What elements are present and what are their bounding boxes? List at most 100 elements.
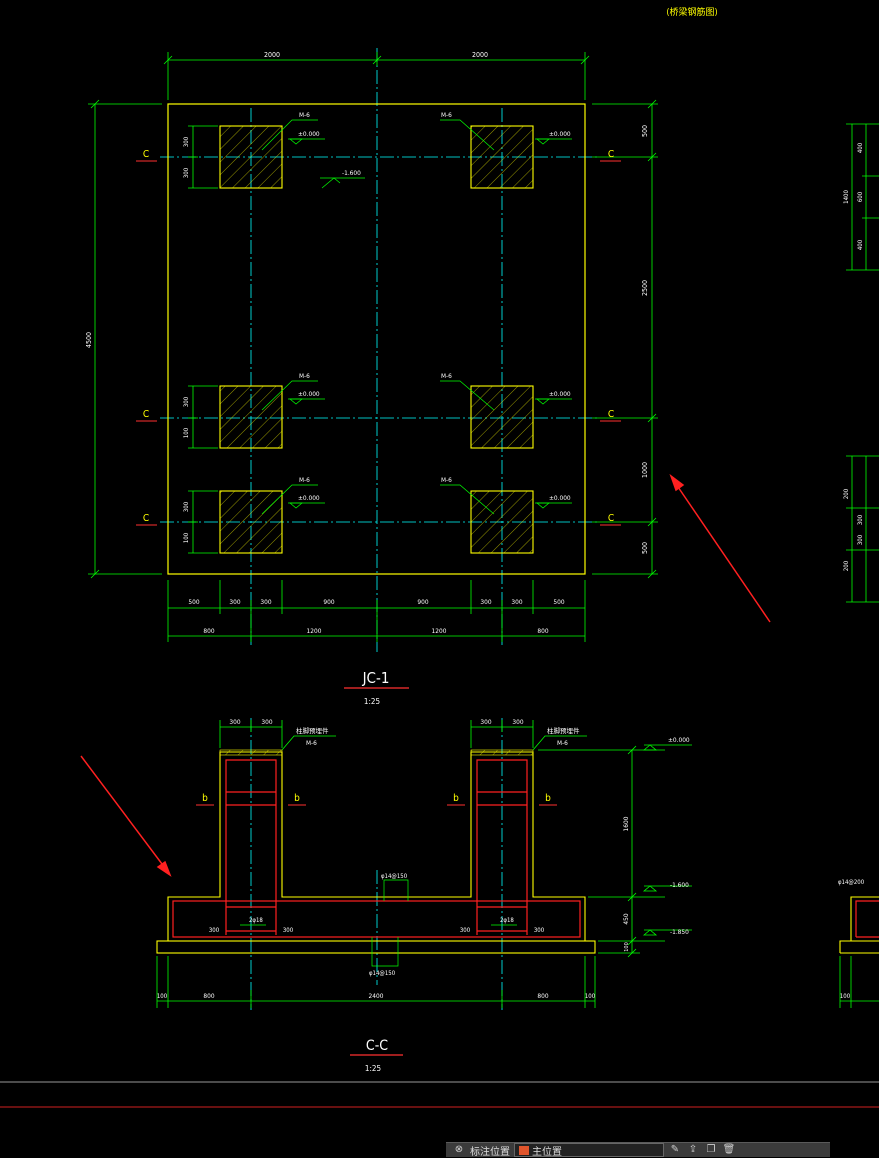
rp-dim-3: 400 [857,239,864,250]
bot-dim-6: 300 [480,598,491,606]
section-outline [156,751,596,954]
plan-right-dim-1: 500 [641,125,649,137]
header-note: (桥梁钢筋图) [666,6,717,18]
section-rebars [172,759,581,938]
bot2-dim-2: 1200 [307,627,322,635]
plan-columns [219,125,534,554]
bot2-dim-4: 800 [537,627,548,635]
bot-dim-8: 500 [553,598,564,606]
sec-elev-1: ±0.000 [668,736,690,744]
rp-dim-m3: 300 [857,534,864,545]
sec-right-dim-1: 1600 [622,816,630,831]
column-bl [219,490,283,554]
sec-mark-b2: b [294,793,300,804]
rp-dim-1: 400 [857,142,864,153]
elev-3: ±0.000 [298,390,320,398]
plan-top-dim-2: 2000 [472,51,488,59]
plan-top-dim-1: 2000 [264,51,280,59]
delete-icon[interactable]: 🗑 [722,1144,736,1155]
plan-tag-leaders [261,119,572,515]
tag-m6-2: M-6 [441,111,452,119]
plan-right-dim-3: 1000 [641,462,649,478]
elev-5: ±0.000 [298,494,320,502]
column-br [470,490,534,554]
sec-bot-dim-2: 800 [203,992,214,1000]
embed-label-2: 柱脚预埋件 [547,726,580,735]
upload-icon[interactable]: ⇪ [688,1144,698,1155]
position-select[interactable]: 主位置 [514,1143,664,1158]
bot-dim-1: 500 [188,598,199,606]
plan-view: 2000 2000 4500 500 2500 1000 500 [85,48,658,706]
inner-dim-1: 300 [209,927,220,934]
position-label: 标注位置 [470,1146,510,1158]
bot-dim-3: 300 [260,598,271,606]
embed-label-1: 柱脚预埋件 [296,726,329,735]
column-tr [470,125,534,189]
inner-dim-3: 300 [460,927,471,934]
section-mark-c4: C [608,149,614,160]
section-mark-c2: C [143,409,149,420]
rebar-bot-label: φ14@150 [369,970,396,977]
plan-left-dim-text: 4500 [85,332,93,348]
copy-icon[interactable]: ❐ [706,1144,716,1155]
sec-mark-b1: b [202,793,208,804]
rp-dim-2: 600 [857,191,864,202]
rebar-col-label-2: 2φ18 [500,917,514,924]
section-title: C-C [366,1038,388,1054]
arrow-right [675,483,771,623]
bot2-dim-3: 1200 [432,627,447,635]
sec-top-dim-4: 300 [512,718,523,726]
bot-dim-5: 900 [417,598,428,606]
edit-icon[interactable]: ✎ [670,1144,680,1155]
tag-m6-5: M-6 [299,476,310,484]
sec-elev-3: -1.850 [670,928,689,936]
arrow-left-head [156,860,172,877]
tag-m6-4: M-6 [441,372,452,380]
elev-slab: -1.600 [342,169,361,177]
rebar-top-label: φ14@150 [381,873,408,880]
elev-4: ±0.000 [549,390,571,398]
link-icon[interactable]: ⊗ [454,1144,464,1155]
plan-right-dim-2: 2500 [641,280,649,296]
sec-bot-dim-1: 100 [157,993,168,1000]
sec-bot-dim-4: 800 [537,992,548,1000]
sec-bot-dim-5: 100 [585,993,596,1000]
col-dim-c: 300 [183,396,190,407]
plan-column-side-dims [188,125,218,554]
slab-outline [167,103,586,575]
bot2-dim-1: 800 [203,627,214,635]
column-ml [219,385,283,449]
sec-mark-b4: b [545,793,551,804]
tag-m6-6: M-6 [441,476,452,484]
sec-mark-b3: b [453,793,459,804]
plan-top-dim [163,52,590,100]
sec-bot-dim-3: 2400 [369,992,384,1000]
arrow-right-head [669,473,685,492]
inner-dim-4: 300 [534,927,545,934]
col-dim-a: 300 [183,136,190,147]
section-mark-c6: C [608,513,614,524]
right-partial-view: 400 600 400 1400 200 300 300 200 φ14@200… [838,123,879,1008]
embed-tag-2: M-6 [557,739,568,747]
rp-rebar: φ14@200 [838,879,865,886]
elev-1: ±0.000 [298,130,320,138]
plan-bottom-dims [167,580,586,642]
position-select-value: 主位置 [532,1146,562,1158]
elev-2: ±0.000 [549,130,571,138]
rebar-col-label-1: 2φ18 [249,917,263,924]
plan-right-dim [592,99,658,579]
section-view: 300 300 300 300 柱脚预埋件 M-6 柱脚预埋件 M-6 b b … [156,718,692,1073]
col-dim-b: 300 [183,167,190,178]
rp-bot-dim: 100 [840,993,851,1000]
sec-top-dim-3: 300 [480,718,491,726]
section-mark-c1: C [143,149,149,160]
sec-top-dim-2: 300 [261,718,272,726]
bot-dim-7: 300 [511,598,522,606]
plan-right-dim-4: 500 [641,542,649,554]
embed-tag-1: M-6 [306,739,317,747]
section-scale: 1:25 [365,1064,381,1073]
bot-dim-4: 900 [323,598,334,606]
sec-right-dim-2: 450 [622,913,630,924]
sec-elev-2: -1.600 [670,881,689,889]
